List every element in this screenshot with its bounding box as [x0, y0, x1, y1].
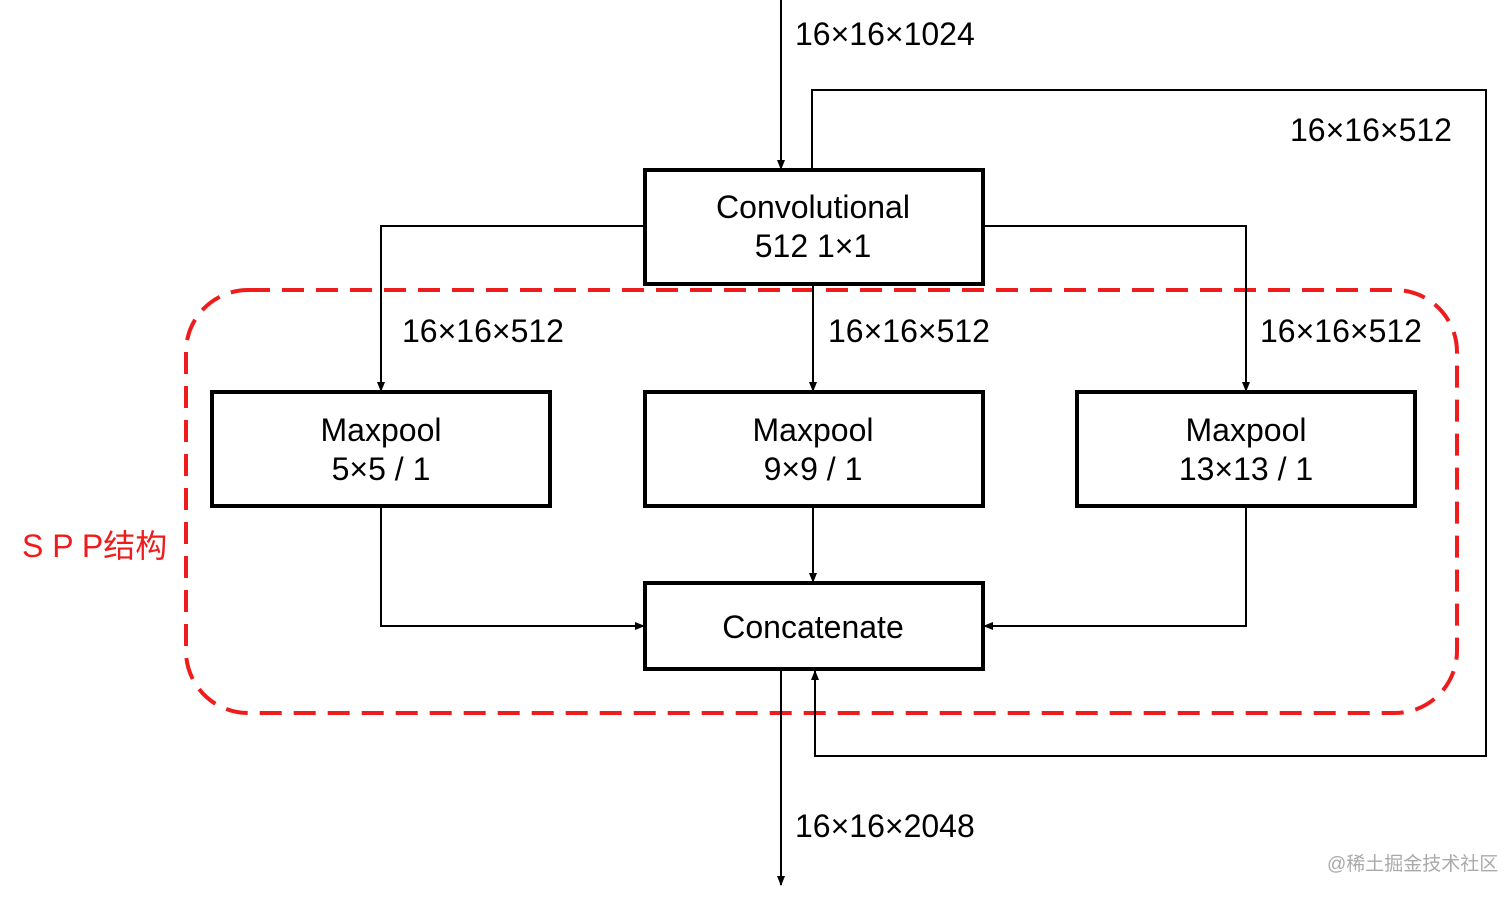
bypass-shape-label: 16×16×512	[1290, 112, 1452, 148]
conv-to-maxpool-1-arrow	[377, 225, 645, 392]
maxpool-params: 9×9 / 1	[764, 451, 863, 487]
maxpool-params: 13×13 / 1	[1179, 451, 1313, 487]
conv-title: Convolutional	[716, 189, 910, 225]
concat-label: Concatenate	[722, 609, 903, 645]
input-shape-label: 16×16×1024	[795, 16, 975, 52]
branch-1-shape-label: 16×16×512	[402, 313, 564, 349]
spp-region-outline	[184, 288, 1459, 715]
output-shape-label: 16×16×2048	[795, 808, 975, 844]
maxpool-block-2: Maxpool 9×9 / 1	[643, 390, 985, 508]
maxpool-block-1: Maxpool 5×5 / 1	[210, 390, 552, 508]
bypass-connector	[811, 89, 1487, 757]
maxpool-title: Maxpool	[753, 412, 874, 448]
branch-3-shape-label: 16×16×512	[1260, 313, 1422, 349]
watermark: @稀土掘金技术社区	[1327, 853, 1498, 875]
spp-label: S P P结构	[22, 528, 167, 564]
maxpool-block-3: Maxpool 13×13 / 1	[1075, 390, 1417, 508]
maxpool-3-to-concat-arrow	[983, 506, 1247, 630]
maxpool-title: Maxpool	[1186, 412, 1307, 448]
maxpool-title: Maxpool	[321, 412, 442, 448]
maxpool-1-to-concat-arrow	[380, 506, 645, 630]
maxpool-params: 5×5 / 1	[332, 451, 431, 487]
conv-to-maxpool-3-arrow	[983, 225, 1250, 392]
concat-block: Concatenate	[643, 581, 985, 671]
branch-2-shape-label: 16×16×512	[828, 313, 990, 349]
conv-params: 512 1×1	[755, 228, 872, 264]
conv-block: Convolutional 512 1×1	[643, 168, 985, 286]
